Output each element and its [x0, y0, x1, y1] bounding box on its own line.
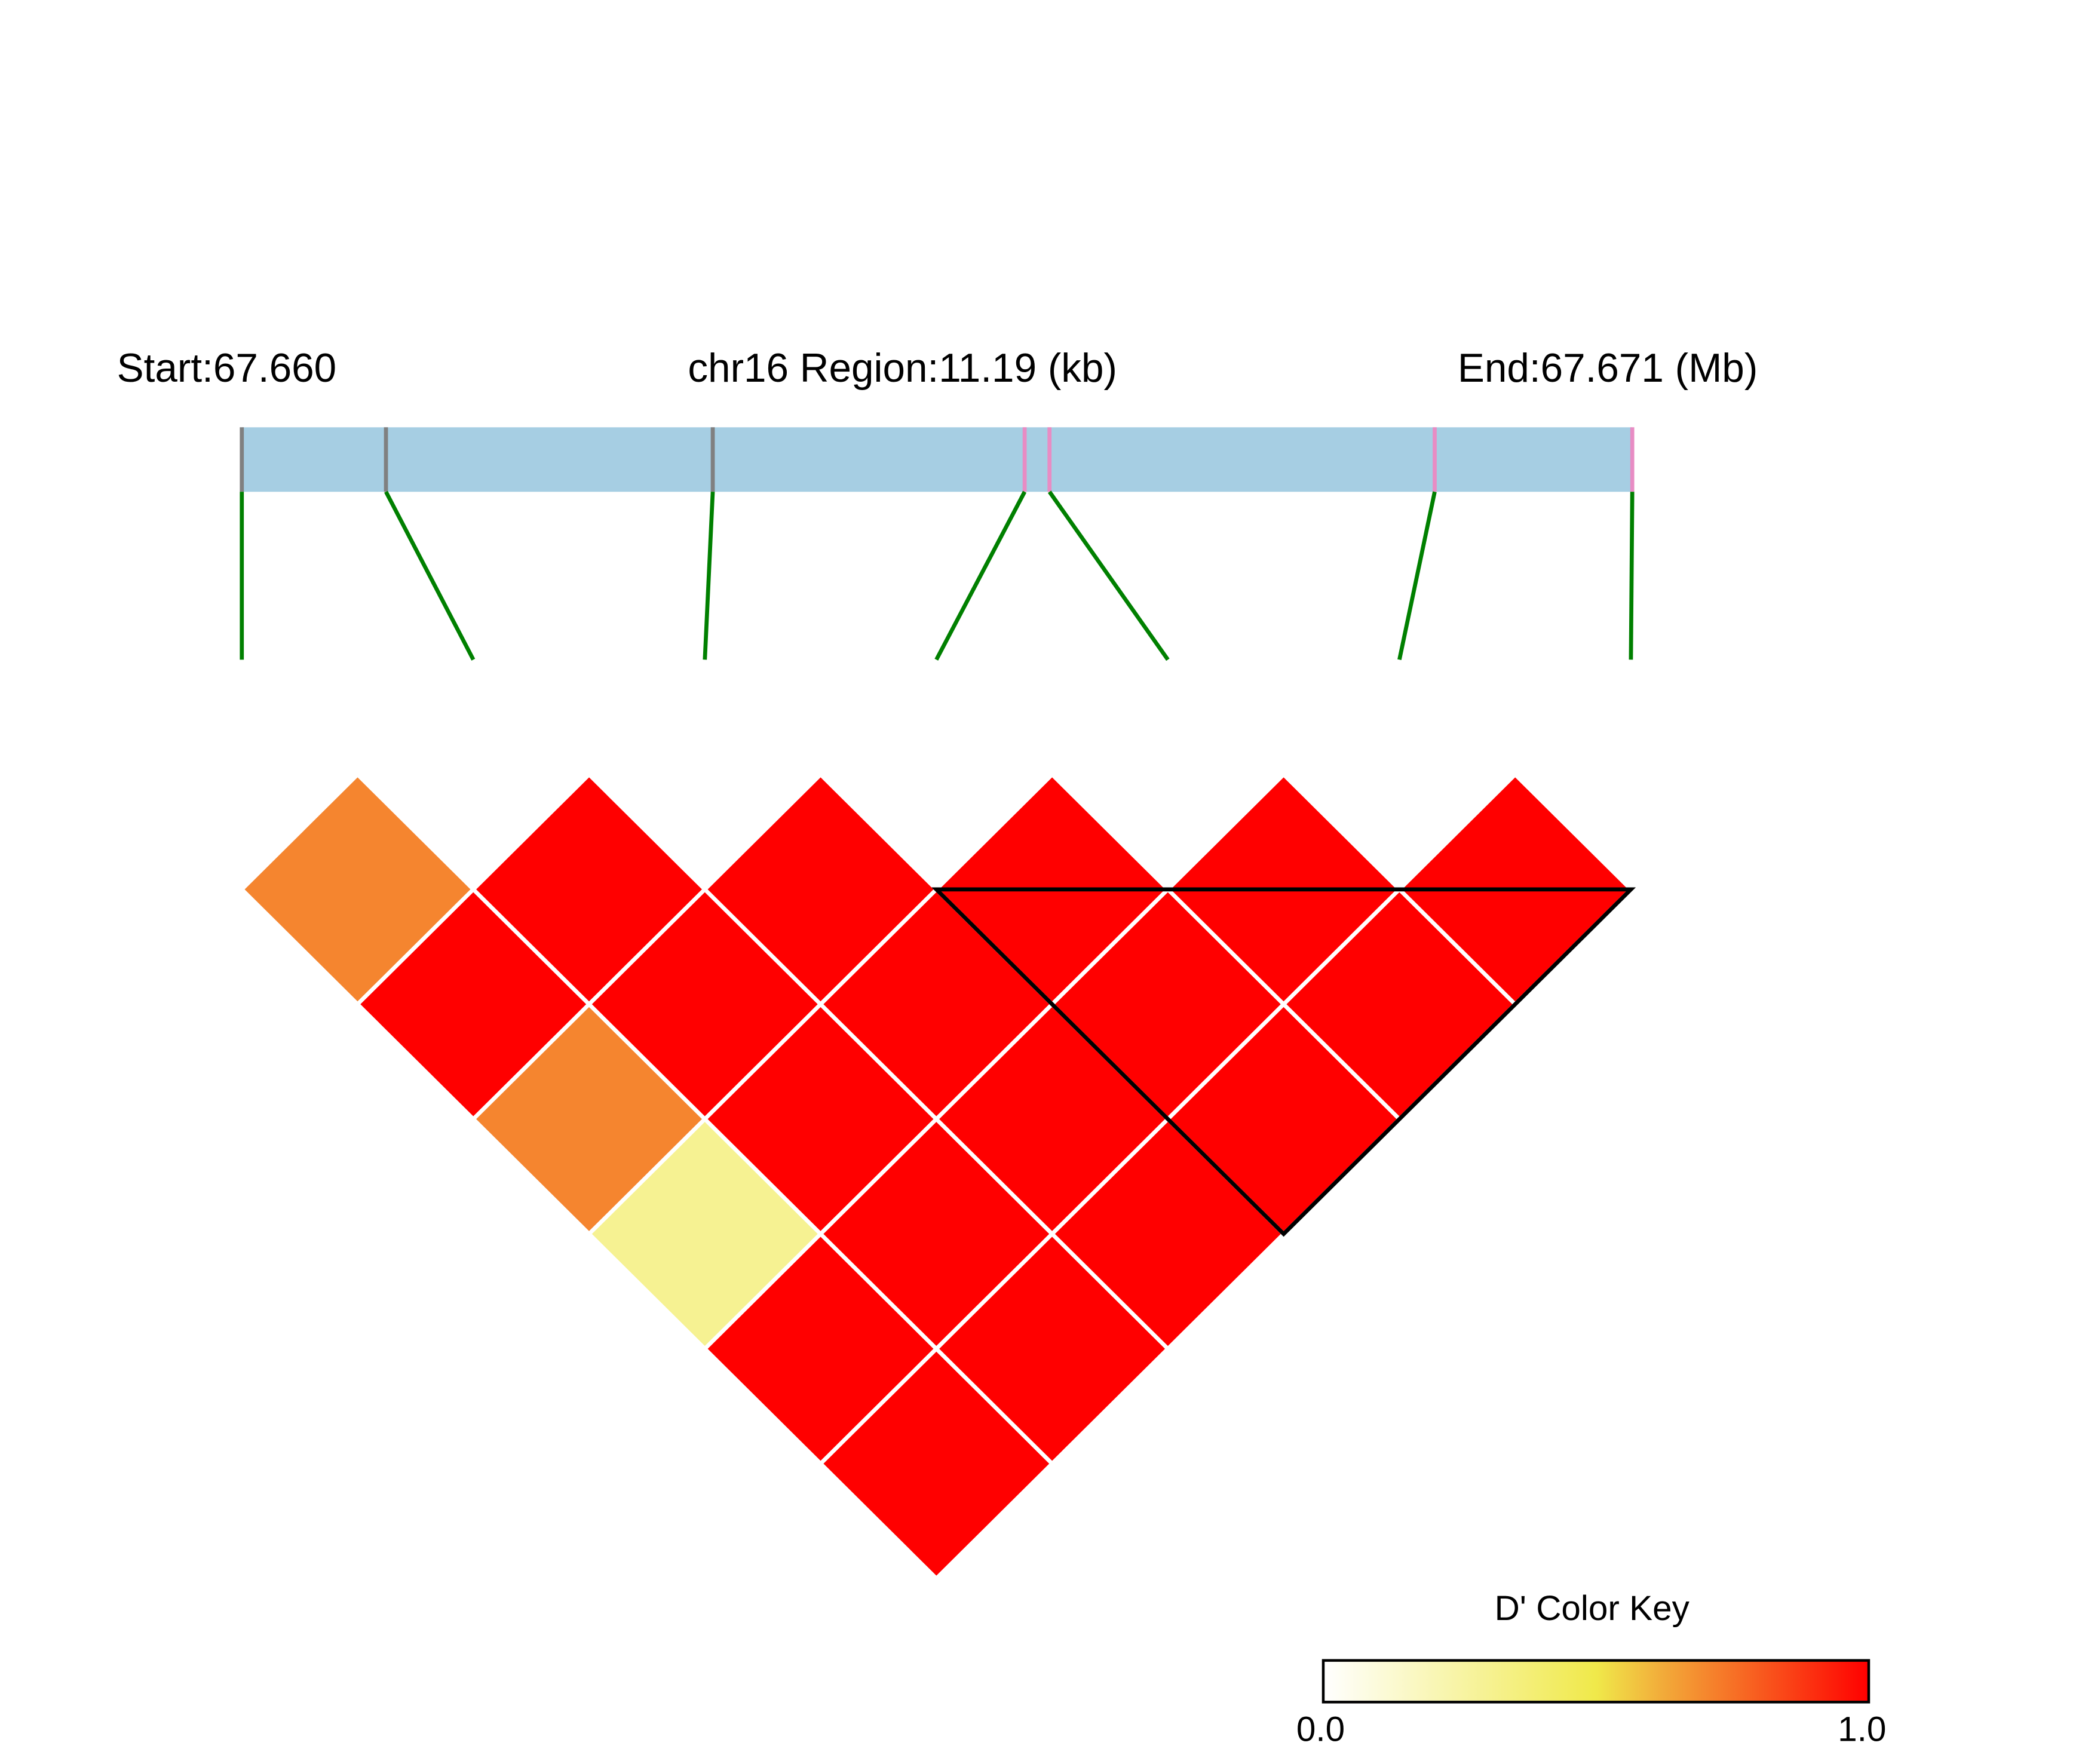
- start-label: Start:67.660: [117, 346, 337, 391]
- ld-cells: [238, 771, 1634, 1582]
- snp-connector: [1397, 491, 1437, 661]
- legend-color-bar: [1321, 1659, 1871, 1704]
- snp-connector: [703, 492, 715, 660]
- legend-min-label: 0.0: [1296, 1710, 1345, 1749]
- ld-block-outline: [931, 887, 1636, 1237]
- region-bar: [241, 427, 1633, 492]
- end-label: End:67.671 (Mb): [1458, 346, 1758, 391]
- ld-blocks: [931, 887, 1636, 1237]
- legend-max-label: 1.0: [1838, 1710, 1886, 1749]
- snp-connector: [1629, 492, 1635, 660]
- snp-connector: [1047, 490, 1170, 661]
- snp-connector: [384, 490, 476, 661]
- legend-title: D' Color Key: [1495, 1589, 1690, 1628]
- snp-markers: [240, 427, 1635, 661]
- snp-connector: [934, 490, 1027, 661]
- region-label: chr16 Region:11.19 (kb): [688, 346, 1117, 391]
